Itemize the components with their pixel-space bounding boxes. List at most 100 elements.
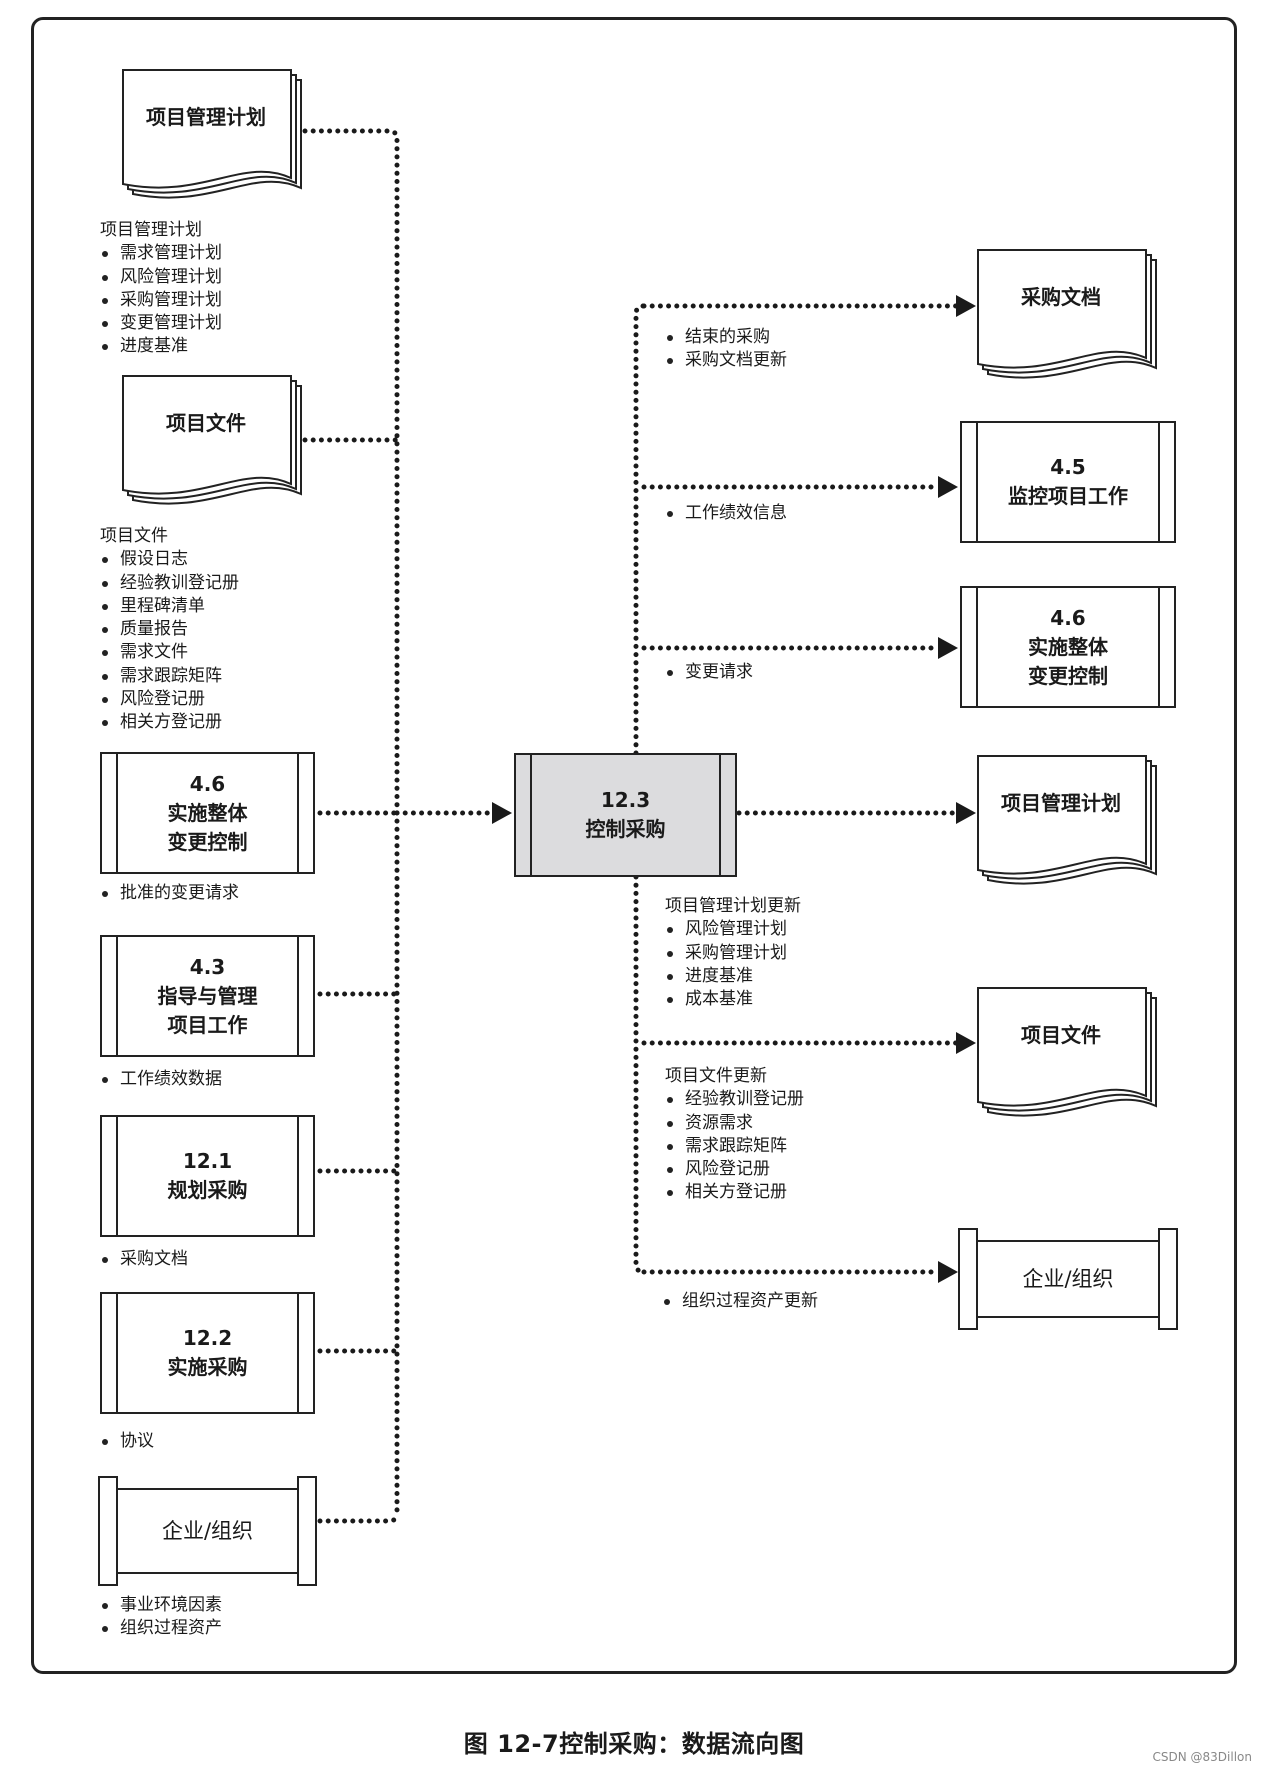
input-list-project-management-plan: 项目管理计划 需求管理计划 风险管理计划 采购管理计划 变更管理计划 进度基准 [100, 219, 222, 359]
process-title-line: 指导与管理 [157, 983, 258, 1008]
process-title-line: 项目工作 [167, 1012, 248, 1037]
list-item: 组织过程资产 [100, 1617, 222, 1640]
process-title: 控制采购 [585, 817, 666, 841]
output-list-project-management-plan-updates: 项目管理计划更新 风险管理计划 采购管理计划 进度基准 成本基准 [665, 895, 801, 1011]
entity-title: 企业/组织 [1022, 1266, 1114, 1291]
output-list-4-6: 变更请求 [665, 661, 753, 684]
process-title-line: 实施整体 [1028, 634, 1108, 659]
list-item: 协议 [100, 1430, 154, 1453]
doc-title: 项目文件 [166, 410, 246, 435]
list-item: 质量报告 [100, 618, 239, 641]
list-item: 相关方登记册 [665, 1181, 804, 1204]
output-doc-project-documents[interactable]: 项目文件 [977, 987, 1158, 1118]
input-process-12-1[interactable]: 12.1 规划采购 [100, 1115, 315, 1237]
list-item: 假设日志 [100, 548, 239, 571]
figure-caption: 图 12-7控制采购：数据流向图 [463, 1730, 805, 1758]
list-item: 风险管理计划 [100, 266, 222, 289]
list-item: 需求跟踪矩阵 [100, 665, 239, 688]
process-title-line: 变更控制 [167, 829, 248, 854]
input-connector [317, 1510, 400, 1524]
list-item: 相关方登记册 [100, 711, 239, 734]
list-item: 结束的采购 [665, 326, 787, 349]
input-list-12-1: 采购文档 [100, 1248, 188, 1271]
list-item: 风险登记册 [665, 1158, 804, 1181]
output-list-project-documents-updates: 项目文件更新 经验教训登记册 资源需求 需求跟踪矩阵 风险登记册 相关方登记册 [665, 1065, 804, 1205]
center-process-12-3[interactable]: 12.3 控制采购 [514, 753, 737, 877]
input-enterprise-organization[interactable]: 企业/组织 [98, 1476, 317, 1586]
watermark: CSDN @83Dillon [1152, 1750, 1253, 1764]
list-item: 采购文档 [100, 1248, 188, 1271]
output-doc-procurement-documents[interactable]: 采购文档 [977, 249, 1158, 380]
input-process-4-6[interactable]: 4.6 实施整体 变更控制 [100, 752, 315, 874]
list-item: 风险登记册 [100, 688, 239, 711]
input-list-4-6: 批准的变更请求 [100, 882, 239, 905]
process-title-line: 实施采购 [167, 1355, 248, 1379]
process-title-line: 规划采购 [167, 1178, 248, 1202]
input-doc-project-documents[interactable]: 项目文件 [122, 375, 303, 506]
output-list-enterprise: 组织过程资产更新 [662, 1290, 818, 1313]
list-item: 工作绩效数据 [100, 1068, 222, 1091]
process-title-line: 监控项目工作 [1008, 484, 1128, 508]
output-enterprise-organization[interactable]: 企业/组织 [958, 1228, 1178, 1330]
process-id: 4.3 [189, 954, 226, 979]
list-item: 采购管理计划 [665, 942, 801, 965]
input-list-12-2: 协议 [100, 1430, 154, 1453]
list-item: 成本基准 [665, 988, 801, 1011]
doc-title: 项目管理计划 [1001, 790, 1121, 815]
output-arrow-icon [938, 637, 958, 659]
list-item: 需求管理计划 [100, 242, 222, 265]
input-list-enterprise: 事业环境因素 组织过程资产 [100, 1594, 222, 1641]
list-item: 进度基准 [665, 965, 801, 988]
input-process-4-3[interactable]: 4.3 指导与管理 项目工作 [100, 935, 315, 1057]
list-item: 经验教训登记册 [665, 1088, 804, 1111]
document-stack-icon [122, 375, 302, 505]
list-item: 批准的变更请求 [100, 882, 239, 905]
output-arrow-icon [956, 295, 976, 317]
list-item: 变更管理计划 [100, 312, 222, 335]
input-doc-project-management-plan[interactable]: 项目管理计划 [122, 69, 303, 200]
process-id: 12.3 [600, 788, 651, 812]
doc-title: 采购文档 [1021, 284, 1101, 309]
output-arrow-icon [938, 476, 958, 498]
doc-title: 项目管理计划 [146, 104, 266, 129]
output-list-procurement-documents: 结束的采购 采购文档更新 [665, 326, 787, 373]
output-connector-up [633, 303, 647, 756]
document-stack-icon [122, 69, 302, 199]
list-item: 资源需求 [665, 1112, 804, 1135]
list-item: 采购管理计划 [100, 289, 222, 312]
entity-left-cap [958, 1228, 978, 1330]
input-process-12-2[interactable]: 12.2 实施采购 [100, 1292, 315, 1414]
process-id: 12.2 [182, 1326, 233, 1350]
input-list-4-3: 工作绩效数据 [100, 1068, 222, 1091]
arrow-to-center-icon [492, 802, 512, 824]
entity-title: 企业/组织 [161, 1518, 254, 1543]
entity-right-cap [1158, 1228, 1178, 1330]
input-list-project-documents: 项目文件 假设日志 经验教训登记册 里程碑清单 质量报告 需求文件 需求跟踪矩阵… [100, 525, 239, 735]
output-process-4-6[interactable]: 4.6 实施整体 变更控制 [960, 586, 1176, 708]
output-doc-project-management-plan[interactable]: 项目管理计划 [977, 755, 1158, 886]
process-id: 4.6 [1050, 605, 1086, 630]
list-item: 风险管理计划 [665, 918, 801, 941]
entity-left-cap [98, 1476, 118, 1586]
list-item: 经验教训登记册 [100, 572, 239, 595]
list-item: 变更请求 [665, 661, 753, 684]
document-stack-icon [977, 987, 1157, 1117]
process-id: 4.5 [1050, 455, 1086, 479]
process-id: 12.1 [182, 1149, 233, 1173]
output-arrow-icon [956, 1032, 976, 1054]
document-stack-icon [977, 249, 1157, 379]
list-item: 组织过程资产更新 [662, 1290, 818, 1313]
doc-title: 项目文件 [1021, 1022, 1101, 1047]
process-title-line: 实施整体 [167, 800, 248, 825]
document-stack-icon [977, 755, 1157, 885]
process-title-line: 变更控制 [1028, 663, 1108, 688]
entity-right-cap [297, 1476, 317, 1586]
output-process-4-5[interactable]: 4.5 监控项目工作 [960, 421, 1176, 543]
output-arrow-icon [956, 802, 976, 824]
process-id: 4.6 [189, 771, 226, 796]
diagram-frame [31, 17, 1237, 1674]
output-arrow-icon [938, 1261, 958, 1283]
output-list-4-5: 工作绩效信息 [665, 502, 787, 525]
output-connector-down [633, 874, 647, 1275]
